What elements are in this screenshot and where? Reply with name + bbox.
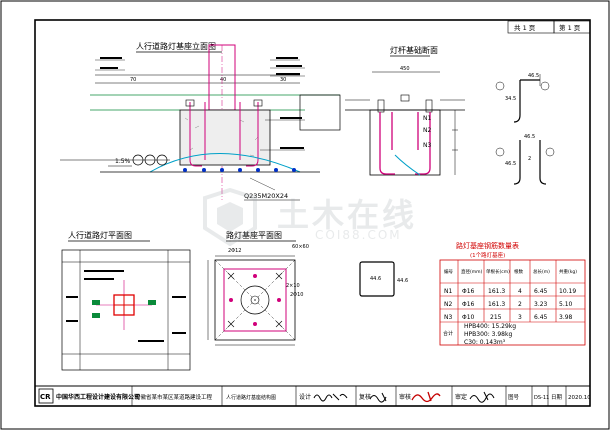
- shape1-dim-b: 34.5: [505, 96, 516, 102]
- th-diameter: 直径(mm): [461, 268, 483, 275]
- base-dim-top: 60×60: [292, 244, 309, 250]
- shape2-dim-b: 2: [528, 156, 531, 162]
- sheet-number: 第 1 页: [559, 23, 581, 32]
- dim-40: 40: [220, 77, 226, 83]
- base-plan-view: 路灯基座平面图 60×60 2Φ12 2Φ10 2×10: [207, 230, 309, 346]
- company-logo: [38, 388, 54, 404]
- elevation-title: 人行道路灯基座立面图: [136, 41, 216, 51]
- plan-title: 人行道路灯平面图: [68, 230, 132, 240]
- slope-label: 1.5%: [115, 158, 131, 165]
- table-cell: 5.10: [559, 301, 573, 308]
- drawing-name: 人行道路灯基座结构图: [226, 394, 276, 401]
- base-dim-bottom: 2×10: [286, 283, 300, 289]
- project-name: 安徽省某市某区某道路建设工程: [135, 393, 213, 401]
- shape1-dim-a: 46.5: [528, 73, 539, 79]
- table-cell: 4: [518, 288, 522, 295]
- table-cell: 215: [490, 314, 502, 321]
- th-total: 总长(m): [533, 268, 550, 275]
- label-n3: N3: [423, 142, 431, 149]
- shape3-dim-a: 44.6: [370, 276, 381, 282]
- flange-title: 灯杆基础断面: [390, 45, 438, 55]
- rebar-table: 路灯基座钢筋数量表 (1个路灯基座) 编号 直径(mm) 单根长(cm) 根数 …: [439, 241, 586, 346]
- rebar-shape-n2: 46.5 2 46.5: [495, 134, 555, 185]
- company-name: 中国华西工程设计建设有限公司: [56, 393, 140, 401]
- drawing-number-label: 图号: [508, 393, 520, 401]
- table-cell: 3.23: [534, 301, 548, 308]
- summary-line: HPB400: 15.29kg: [464, 323, 516, 330]
- table-cell: Φ10: [462, 314, 475, 321]
- table-subtitle: (1个路灯基座): [470, 251, 505, 259]
- shape2-dim-c: 46.5: [505, 161, 516, 167]
- flange-top-dim: 450: [400, 66, 410, 72]
- approver-signature: [469, 391, 495, 403]
- summary-line: HPB300: 3.98kg: [464, 331, 512, 338]
- elevation-view: 人行道路灯基座立面图 70 40 30: [60, 41, 341, 201]
- table-cell: 161.3: [488, 301, 505, 308]
- th-weight: 共重(kg): [559, 268, 577, 275]
- label-n1: N1: [423, 115, 431, 122]
- th-length: 单根长(cm): [486, 268, 510, 275]
- shape3-dim-b: 44.6: [397, 278, 408, 284]
- table-title: 路灯基座钢筋数量表: [456, 241, 519, 250]
- base-plan-title: 路灯基座平面图: [226, 230, 282, 240]
- check-label: 复核: [359, 393, 371, 401]
- table-cell: 2: [518, 301, 522, 308]
- table-cell: N3: [444, 314, 452, 321]
- shape2-dim-a: 46.5: [524, 134, 535, 140]
- th-count: 根数: [514, 268, 523, 275]
- label-n2: N2: [423, 127, 431, 134]
- reviewer-signature: [411, 391, 441, 403]
- table-cell: 3.98: [559, 314, 573, 321]
- company-logo-text: CR: [40, 393, 51, 401]
- table-cell: Φ16: [462, 301, 475, 308]
- th-code: 编号: [444, 268, 453, 275]
- sheet-total: 共 1 页: [514, 23, 536, 32]
- table-cell: 6.45: [534, 314, 548, 321]
- table-cell: 10.19: [559, 288, 576, 295]
- date-value: 2020.10: [568, 395, 591, 401]
- plan-view: 人行道路灯平面图: [61, 230, 191, 371]
- flange-section-view: 灯杆基础断面 450 N1 N2 N3: [345, 45, 465, 176]
- approve-label: 审定: [455, 393, 467, 401]
- checker-signature: [369, 392, 387, 403]
- designer-signature: [313, 393, 348, 402]
- table-cell: N1: [444, 288, 452, 295]
- table-cell: 6.45: [534, 288, 548, 295]
- review-label: 审核: [399, 393, 411, 401]
- base-label-a: 2Φ12: [228, 248, 241, 254]
- bolt-spec-label: Q235M20X24: [244, 192, 288, 200]
- title-block: CR 中国华西工程设计建设有限公司 安徽省某市某区某道路建设工程 人行道路灯基座…: [34, 385, 591, 407]
- rebar-shape-n3: 44.6 44.6: [359, 261, 408, 297]
- summary-line: C30: 0.143m³: [464, 339, 506, 346]
- sheet-counter: 共 1 页 第 1 页: [507, 20, 591, 34]
- table-cell: 161.3: [488, 288, 505, 295]
- table-cell: Φ16: [462, 288, 475, 295]
- table-cell: N2: [444, 301, 452, 308]
- design-label: 设计: [299, 393, 311, 401]
- table-summary-label: 合计: [443, 330, 453, 337]
- table-cell: 3: [518, 314, 522, 321]
- dim-70: 70: [130, 77, 136, 83]
- drawing-number: DS-11: [534, 395, 549, 401]
- date-label: 日期: [551, 394, 563, 401]
- rebar-shape-n1: 46.5 34.5: [495, 73, 550, 123]
- dim-30: 30: [280, 77, 286, 83]
- base-label-b: 2Φ10: [290, 292, 303, 298]
